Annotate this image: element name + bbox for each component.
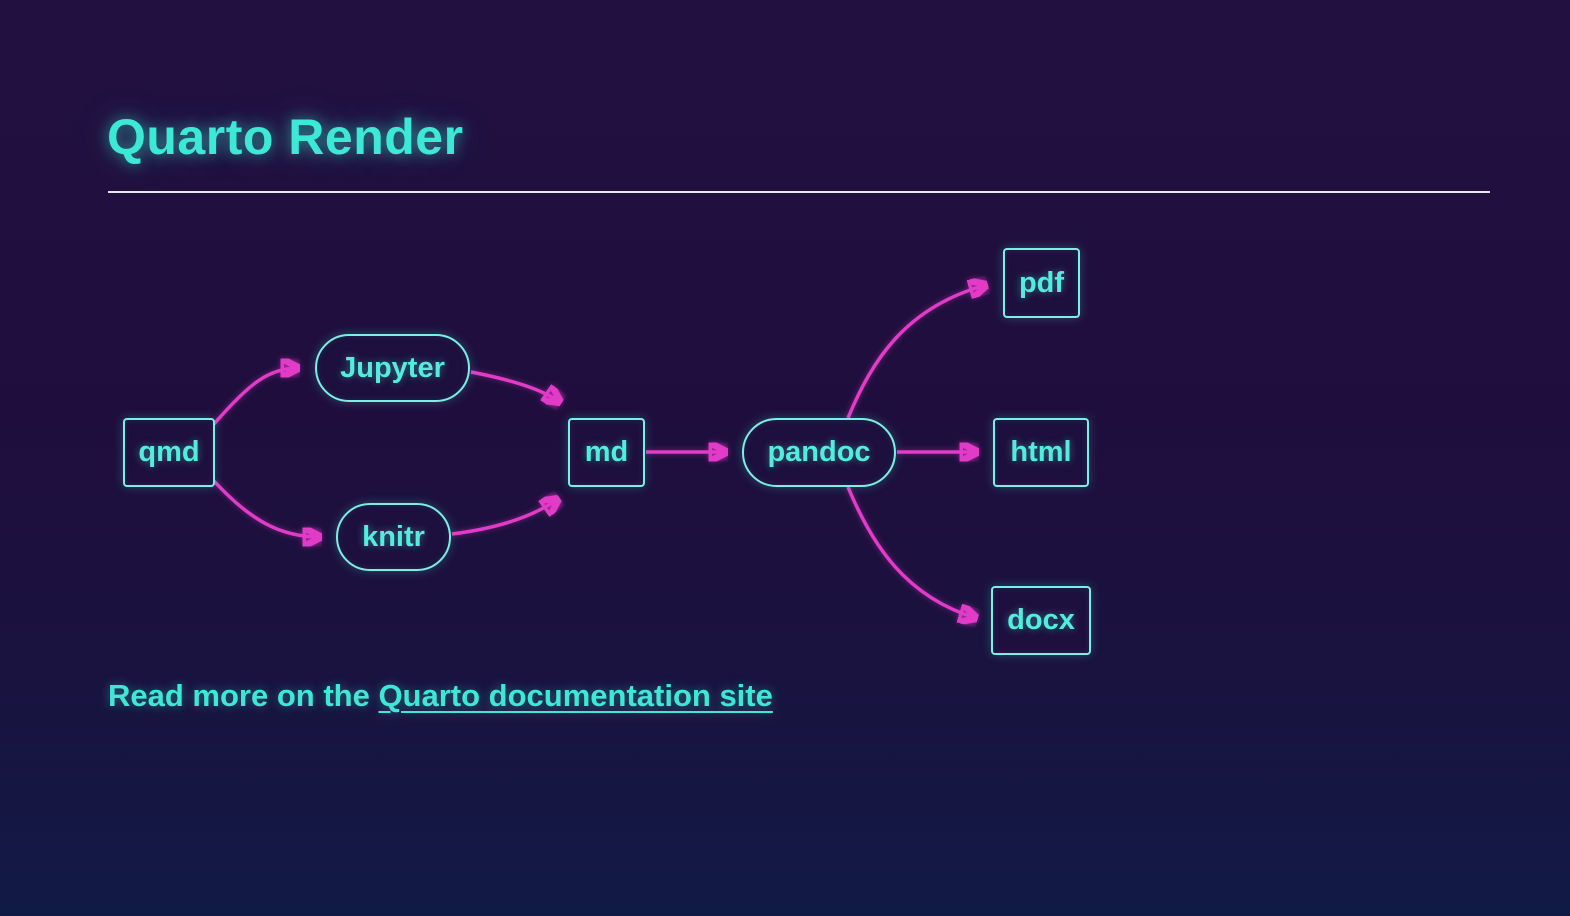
node-pdf: pdf — [1003, 248, 1080, 318]
footer-note-text: Read more on the — [108, 678, 379, 713]
edge-jupyter-md — [470, 370, 560, 402]
node-jupyter: Jupyter — [315, 334, 470, 402]
node-html: html — [993, 418, 1089, 487]
node-qmd: qmd — [123, 418, 215, 487]
node-pandoc: pandoc — [742, 418, 896, 487]
edge-pandoc-docx — [846, 486, 976, 618]
node-knitr-label: knitr — [362, 520, 425, 553]
node-knitr: knitr — [336, 503, 451, 571]
node-qmd-label: qmd — [138, 436, 200, 468]
title-divider — [108, 191, 1490, 193]
edge-qmd-knitr — [212, 479, 320, 537]
edge-pandoc-pdf — [846, 285, 986, 419]
node-html-label: html — [1010, 436, 1072, 468]
node-pdf-label: pdf — [1018, 266, 1065, 299]
edge-knitr-md — [451, 499, 558, 536]
page-title: Quarto Render — [107, 109, 464, 165]
node-md: md — [568, 418, 645, 487]
node-md-label: md — [584, 436, 629, 468]
footer-note: Read more on the Quarto documentation si… — [108, 678, 773, 714]
node-docx-label: docx — [1007, 604, 1075, 636]
node-pandoc-label: pandoc — [767, 436, 871, 468]
node-docx: docx — [991, 586, 1091, 655]
node-jupyter-label: Jupyter — [340, 351, 445, 384]
quarto-docs-link[interactable]: Quarto documentation site — [378, 678, 773, 713]
edge-qmd-jupyter — [212, 368, 298, 426]
